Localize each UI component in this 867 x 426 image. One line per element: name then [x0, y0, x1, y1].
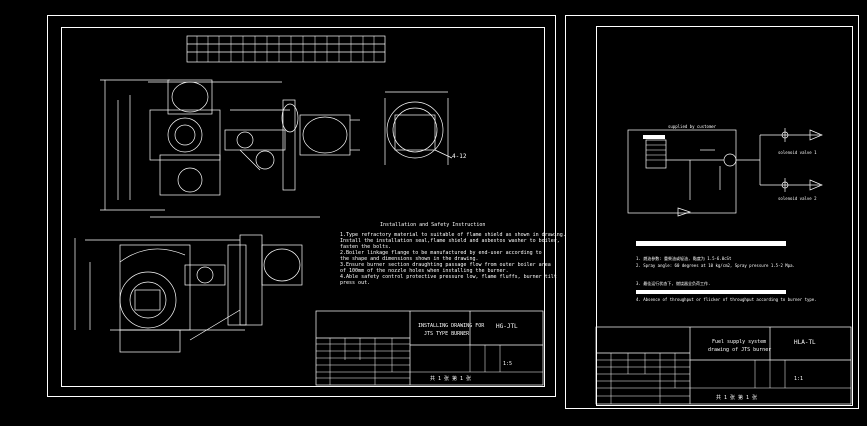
right-drawing-sheet [565, 15, 859, 409]
left-title-en-2: JTS TYPE BURNER [424, 331, 470, 337]
note-line: 3.Ensure burner section draughting passa… [340, 262, 551, 268]
right-title-en-1: Fuel supply system [712, 339, 767, 345]
note-line: press out. [340, 280, 371, 286]
right-title-en-2: drawing of JTS burner [708, 347, 772, 353]
right-sheet-count: 共 1 张 第 1 张 [716, 395, 758, 401]
note-line: the shape and dimensions shown in the dr… [340, 256, 479, 262]
left-sheet-count: 共 1 张 第 1 张 [430, 376, 472, 382]
left-title-en-1: INSTALLING DRAWING FOR [418, 323, 485, 329]
right-scale: 1:1 [794, 376, 804, 382]
note-line: Install the installation seal,flame shie… [340, 238, 560, 244]
left-notes-title: Installation and Safety Instruction [380, 222, 486, 228]
note-line: 1.Type refractory material to suitable o… [340, 232, 566, 238]
note-line: 4.Able safety control protective pressur… [340, 274, 557, 280]
right-note: 2. Spray angle: 60 degrees at 10 kg/cm2,… [636, 263, 795, 268]
left-drawing-sheet [47, 15, 556, 397]
right-note: 4. Absence of throughput or flicker of t… [636, 297, 817, 302]
note-line: of 100mm of the nozzle holes when instal… [340, 268, 509, 274]
left-dim-label: 4-12 [452, 153, 467, 160]
left-drawing-code: HG-JTL [496, 323, 518, 330]
left-notes: 1.Type refractory material to suitable o… [340, 232, 566, 286]
right-drawing-frame [596, 26, 853, 406]
note-line: 2.Boiler linkage flange to be manufactur… [340, 250, 542, 256]
right-drawing-code: HLA-TL [794, 339, 816, 346]
right-note: 3. 最佳运行状态下, 燃烧器全负荷工作. [636, 281, 711, 286]
valve-2-label: solenoid valve 2 [778, 196, 817, 201]
right-note: 1. 燃油参数: 重柴油或轻油, 黏度为 1.5-6.0cSt [636, 256, 732, 261]
left-scale: 1:5 [503, 361, 513, 367]
valve-1-label: solenoid valve 1 [778, 150, 817, 155]
left-drawing-frame [61, 27, 545, 387]
right-label-top: supplied by customer [668, 124, 717, 129]
note-line: fasten the bolts. [340, 244, 392, 250]
